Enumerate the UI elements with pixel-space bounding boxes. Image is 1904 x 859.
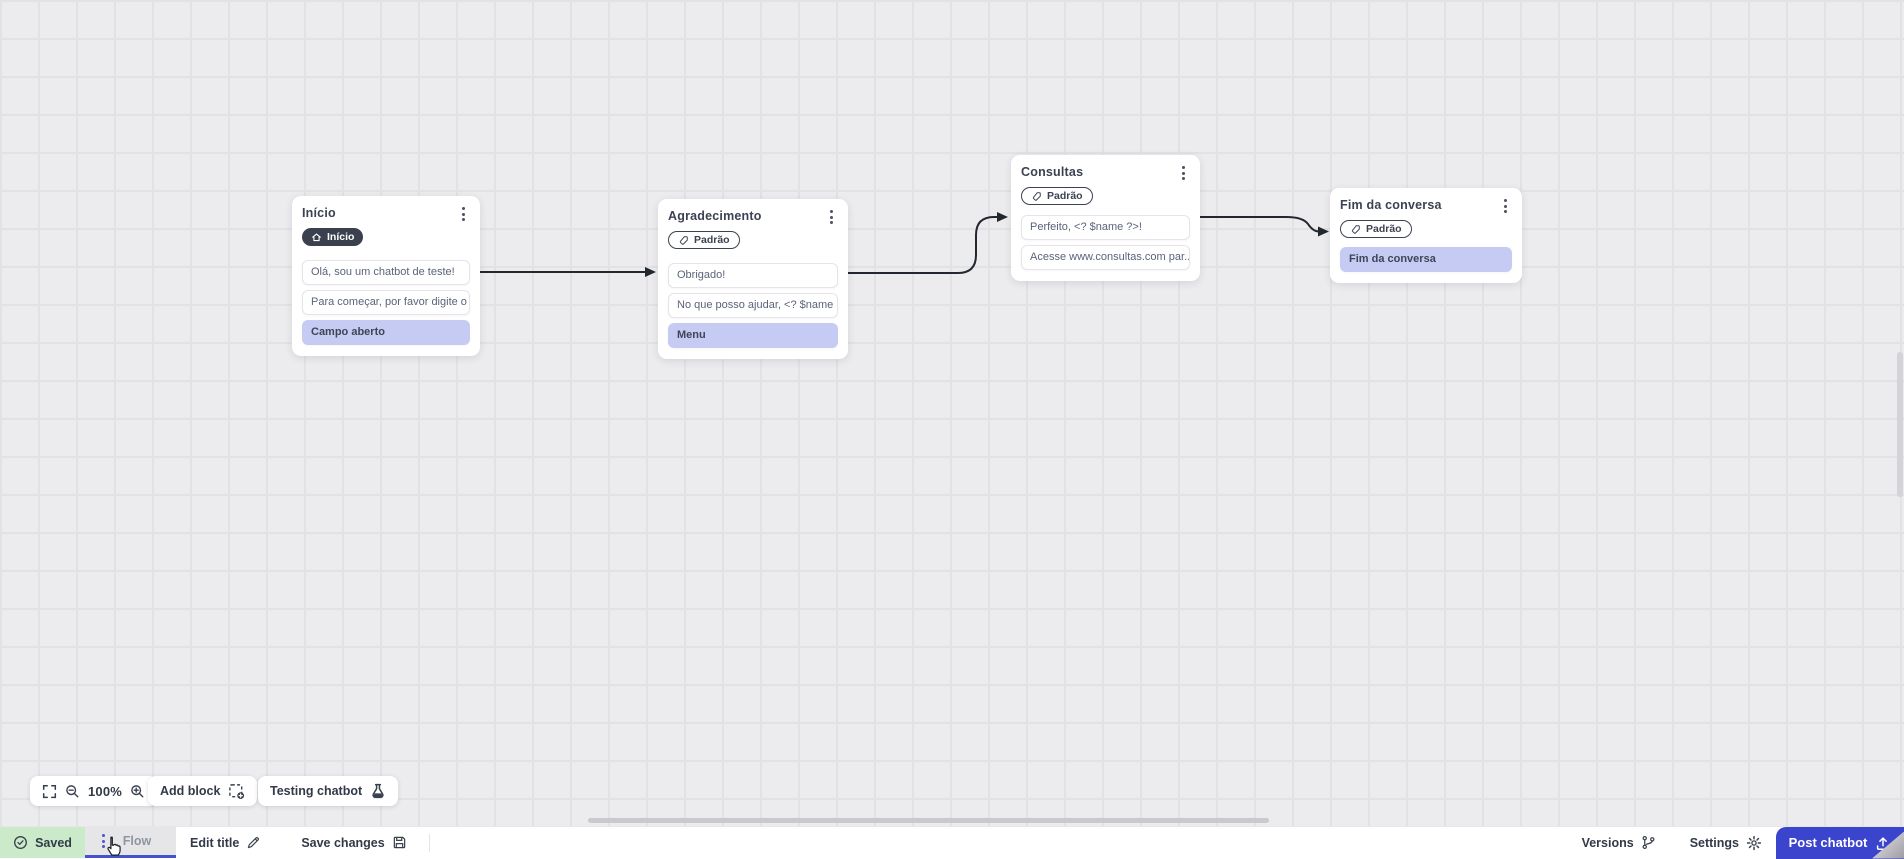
edit-title-button[interactable]: Edit title [190,835,261,850]
node-card[interactable]: Fim da conversa [1340,247,1512,272]
node-badge: Padrão [1340,220,1412,238]
node-title: Agradecimento [668,209,762,223]
testing-chatbot-label: Testing chatbot [270,784,362,798]
flask-icon [370,783,386,799]
zoom-toolbar: 100% [30,776,157,806]
node-title: Consultas [1021,165,1083,179]
fullscreen-icon [42,784,57,799]
node-card[interactable]: Menu [668,323,838,348]
testing-chatbot-button[interactable]: Testing chatbot [258,776,398,806]
horizontal-scrollbar[interactable] [588,818,1269,823]
post-chatbot-label: Post chatbot [1789,835,1868,850]
divider [429,834,430,852]
pencil-icon [246,835,261,850]
flow-node-consultas[interactable]: Consultas Padrão Perfeito, <? $name ?>! … [1011,155,1200,281]
git-branch-icon [1641,835,1656,850]
flow-node-agradecimento[interactable]: Agradecimento Padrão Obrigado! No que po… [658,199,848,359]
post-chatbot-button[interactable]: Post chatbot [1776,827,1904,859]
node-card[interactable]: Acesse www.consultas.com par... [1021,245,1190,270]
node-badge: Padrão [668,231,740,249]
zoom-level-label: 100% [88,784,122,799]
zoom-in-button[interactable] [130,784,145,799]
add-block-button[interactable]: Add block [148,776,257,806]
node-card[interactable]: Olá, sou um chatbot de teste! [302,260,470,285]
tab-flow[interactable]: Flow [85,827,176,858]
flow-node-fim[interactable]: Fim da conversa Padrão Fim da conversa [1330,188,1522,283]
node-card[interactable]: Para começar, por favor digite o ... [302,290,470,315]
fullscreen-button[interactable] [42,784,57,799]
node-menu-button[interactable] [825,209,838,225]
zoom-in-icon [130,784,145,799]
gear-icon [1746,835,1762,851]
cursor-pointer-icon [102,835,124,859]
settings-label: Settings [1690,836,1739,850]
node-card[interactable]: Perfeito, <? $name ?>! [1021,215,1190,240]
floppy-disk-icon [392,835,407,850]
versions-label: Versions [1582,836,1634,850]
node-menu-button[interactable] [1177,165,1190,181]
save-changes-button[interactable]: Save changes [301,835,406,850]
saved-status-badge: Saved [0,827,85,858]
saved-label: Saved [35,836,72,850]
node-title: Início [302,206,336,220]
versions-button[interactable]: Versions [1582,835,1656,850]
home-icon [311,232,322,243]
zoom-out-icon [65,784,80,799]
node-card[interactable]: Campo aberto [302,320,470,345]
add-block-icon [228,783,245,800]
node-badge: Início [302,228,363,246]
check-circle-icon [13,835,28,850]
status-bar: Saved Flow Edit title Save changes Versi… [0,826,1904,858]
settings-button[interactable]: Settings [1690,835,1762,851]
edit-title-label: Edit title [190,836,239,850]
tag-icon [678,235,689,246]
save-changes-label: Save changes [301,836,384,850]
tag-icon [1350,224,1361,235]
node-menu-button[interactable] [457,206,470,222]
node-menu-button[interactable] [1499,198,1512,214]
node-title: Fim da conversa [1340,198,1442,212]
tag-icon [1031,191,1042,202]
add-block-label: Add block [160,784,220,798]
zoom-out-button[interactable] [65,784,80,799]
node-badge: Padrão [1021,187,1093,205]
node-card[interactable]: No que posso ajudar, <? $name ... [668,293,838,318]
flow-node-inicio[interactable]: Início Início Olá, sou um chatbot de tes… [292,196,480,356]
vertical-scrollbar[interactable] [1897,352,1903,497]
node-card[interactable]: Obrigado! [668,263,838,288]
